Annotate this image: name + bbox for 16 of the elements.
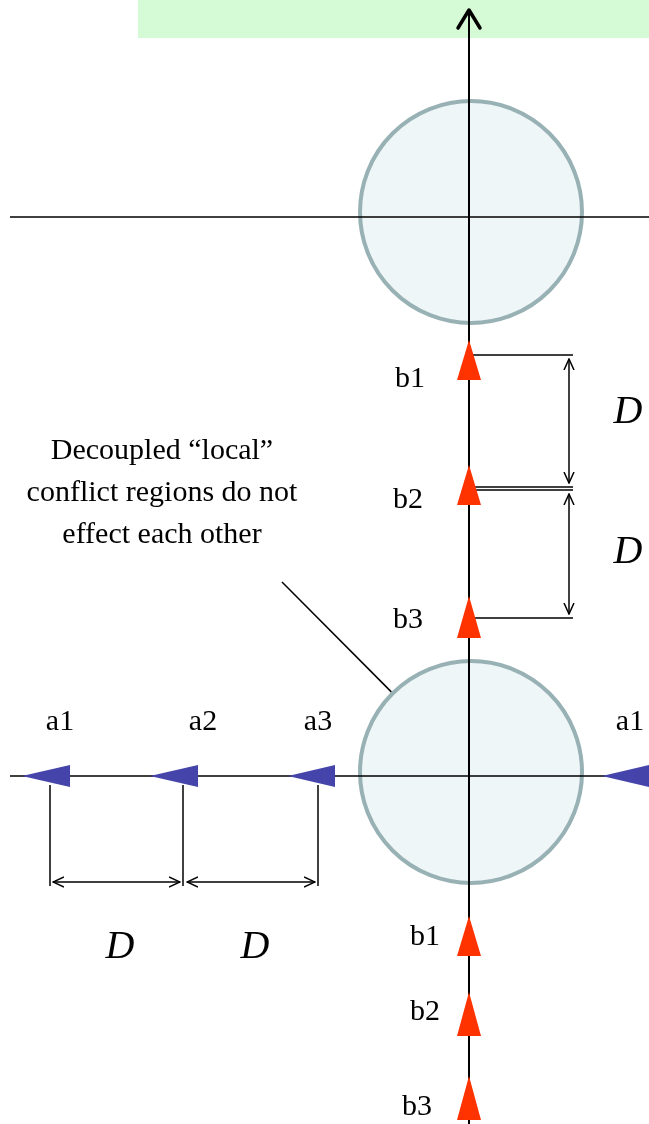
marker-label: b1	[395, 359, 425, 395]
marker-label: a1	[45, 702, 75, 738]
marker-label: b3	[402, 1087, 432, 1123]
dimension-label: D	[105, 923, 135, 967]
marker-label: a2	[188, 702, 218, 738]
marker-label: a3	[303, 702, 333, 738]
marker-label: b3	[393, 600, 423, 636]
dimension-label: D	[613, 388, 643, 432]
dimension-label: D	[240, 923, 270, 967]
marker-label: b2	[393, 480, 423, 516]
dimension-label: D	[613, 528, 643, 572]
marker-label: b1	[410, 917, 440, 953]
leader-line	[281, 581, 393, 693]
marker-label: b2	[410, 992, 440, 1028]
annotation-text: Decoupled “local” conflict regions do not effect each other	[25, 431, 299, 551]
marker-label: a1	[615, 702, 645, 738]
